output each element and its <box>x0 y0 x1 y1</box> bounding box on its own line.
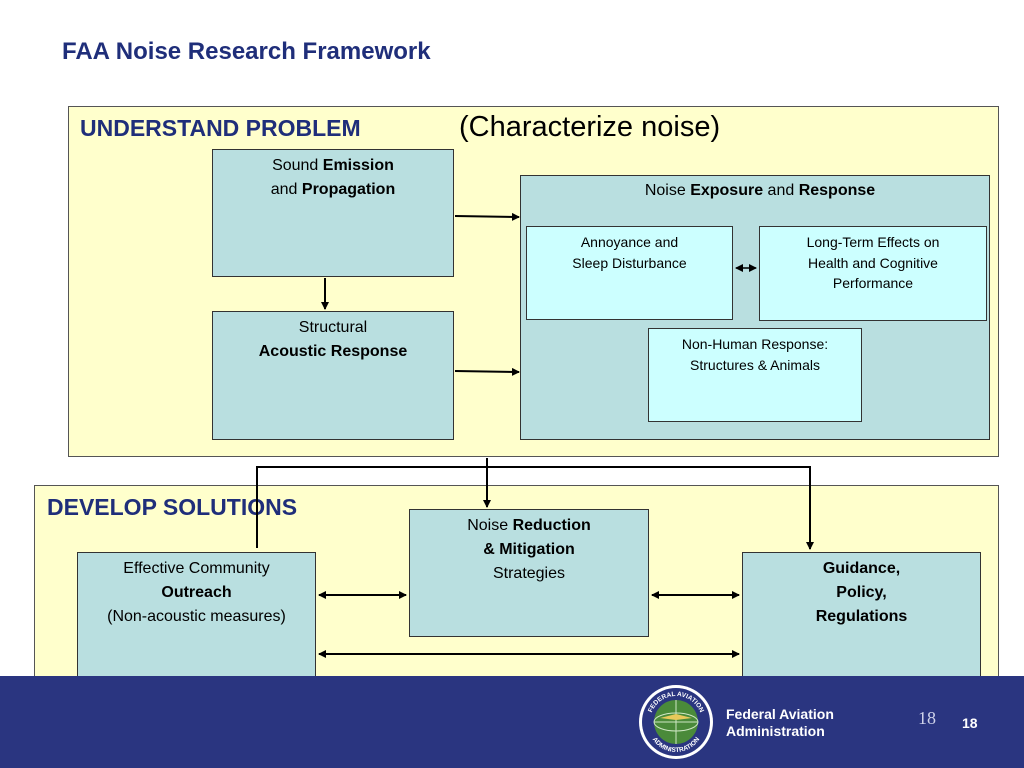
non-human-line-2: Structures & Animals <box>690 356 820 373</box>
emission-label: Emission <box>322 157 394 174</box>
annoyance-line-2: Sleep Disturbance <box>572 254 687 271</box>
and-label: and <box>270 181 302 198</box>
long-term-line-2: Health and Cognitive <box>808 254 938 271</box>
faa-seal-icon: FEDERAL AVIATION ADMINISTRATION <box>639 685 713 759</box>
reduction-line-1a: Noise <box>467 517 513 534</box>
outreach-line-2: Outreach <box>161 584 232 601</box>
guidance-line-1: Guidance, <box>822 560 901 577</box>
long-term-effects-box: Long-Term Effects on Health and Cognitiv… <box>759 226 987 321</box>
non-human-response-box: Non-Human Response: Structures & Animals <box>648 328 862 422</box>
agency-line-1: Federal Aviation <box>726 706 834 722</box>
structural-acoustic-response-box: Structural Acoustic Response <box>212 311 454 440</box>
develop-solutions-heading: DEVELOP SOLUTIONS <box>47 494 298 520</box>
reduction-line-2: & Mitigation <box>483 541 575 558</box>
characterize-noise-subheading: (Characterize noise) <box>459 111 721 143</box>
structural-label: Structural <box>298 319 368 336</box>
sound-emission-propagation-box: Sound Emission and Propagation <box>212 149 454 277</box>
slide-title: FAA Noise Research Framework <box>62 38 431 65</box>
community-outreach-box: Effective Community Outreach (Non-acoust… <box>77 552 316 680</box>
annoyance-line-1: Annoyance and <box>580 234 679 250</box>
acoustic-response-label: Acoustic Response <box>258 343 408 360</box>
understand-problem-heading: UNDERSTAND PROBLEM <box>80 115 361 141</box>
guidance-policy-regulations-box: Guidance, Policy, Regulations <box>742 552 981 680</box>
page-number-placeholder: 18 <box>918 708 936 728</box>
sound-label: Sound <box>272 157 323 174</box>
propagation-label: Propagation <box>301 181 396 198</box>
annoyance-sleep-box: Annoyance and Sleep Disturbance <box>526 226 733 320</box>
reduction-line-3: Strategies <box>492 565 566 582</box>
long-term-line-1: Long-Term Effects on <box>806 234 940 250</box>
long-term-line-3: Performance <box>832 275 914 291</box>
agency-line-2: Administration <box>726 723 825 739</box>
page-number: 18 <box>962 715 978 731</box>
noise-reduction-mitigation-box: Noise Reduction & Mitigation Strategies <box>409 509 649 637</box>
response-label: Response <box>798 182 876 199</box>
agency-name: Federal Aviation Administration <box>726 706 834 740</box>
non-human-line-1: Non-Human Response: <box>681 336 829 352</box>
footer-bar <box>0 676 1024 768</box>
and-connector-label: and <box>763 182 799 199</box>
noise-exposure-response-title: Noise Exposure and Response <box>521 179 989 203</box>
outreach-line-3: (Non-acoustic measures) <box>107 608 286 625</box>
outreach-line-1: Effective Community <box>123 560 270 577</box>
noise-label: Noise <box>644 182 691 199</box>
reduction-line-1b: Reduction <box>512 517 591 534</box>
guidance-line-2: Policy, <box>836 584 887 601</box>
guidance-line-3: Regulations <box>815 608 908 625</box>
exposure-label: Exposure <box>690 182 764 199</box>
